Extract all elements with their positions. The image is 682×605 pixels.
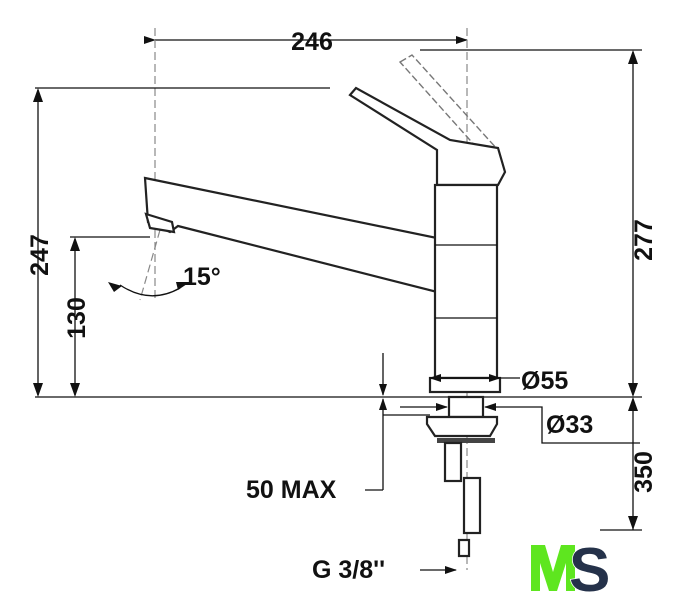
label-277: 277 <box>630 219 658 261</box>
svg-text:S: S <box>569 536 610 605</box>
mounting-nut <box>425 415 499 438</box>
dimension-350 <box>600 397 642 531</box>
label-130: 130 <box>63 297 91 339</box>
label-d33: Ø33 <box>546 411 593 439</box>
mounting-shank <box>447 395 485 419</box>
dimension-277 <box>420 49 642 397</box>
mounting-plate <box>437 438 495 443</box>
threaded-rod <box>443 441 463 483</box>
dimension-50max <box>365 353 430 491</box>
supply-hose <box>462 476 482 535</box>
dimension-d33 <box>400 403 640 444</box>
aerator <box>144 212 176 234</box>
lever-handle <box>348 86 507 187</box>
label-246: 246 <box>291 28 333 56</box>
faucet-base <box>428 376 502 394</box>
ms-logo: S <box>531 535 611 605</box>
label-247: 247 <box>26 234 54 276</box>
label-g38: G 3/8'' <box>312 556 385 584</box>
angle-15 <box>108 229 190 301</box>
dimension-247 <box>33 87 330 397</box>
faucet-body <box>433 183 499 380</box>
label-d55: Ø55 <box>521 367 568 395</box>
label-15-degrees: 15° <box>183 263 221 291</box>
dimension-130 <box>70 236 150 397</box>
label-50-max: 50 MAX <box>246 476 337 504</box>
hose-connector <box>457 538 471 558</box>
label-350: 350 <box>630 451 658 493</box>
